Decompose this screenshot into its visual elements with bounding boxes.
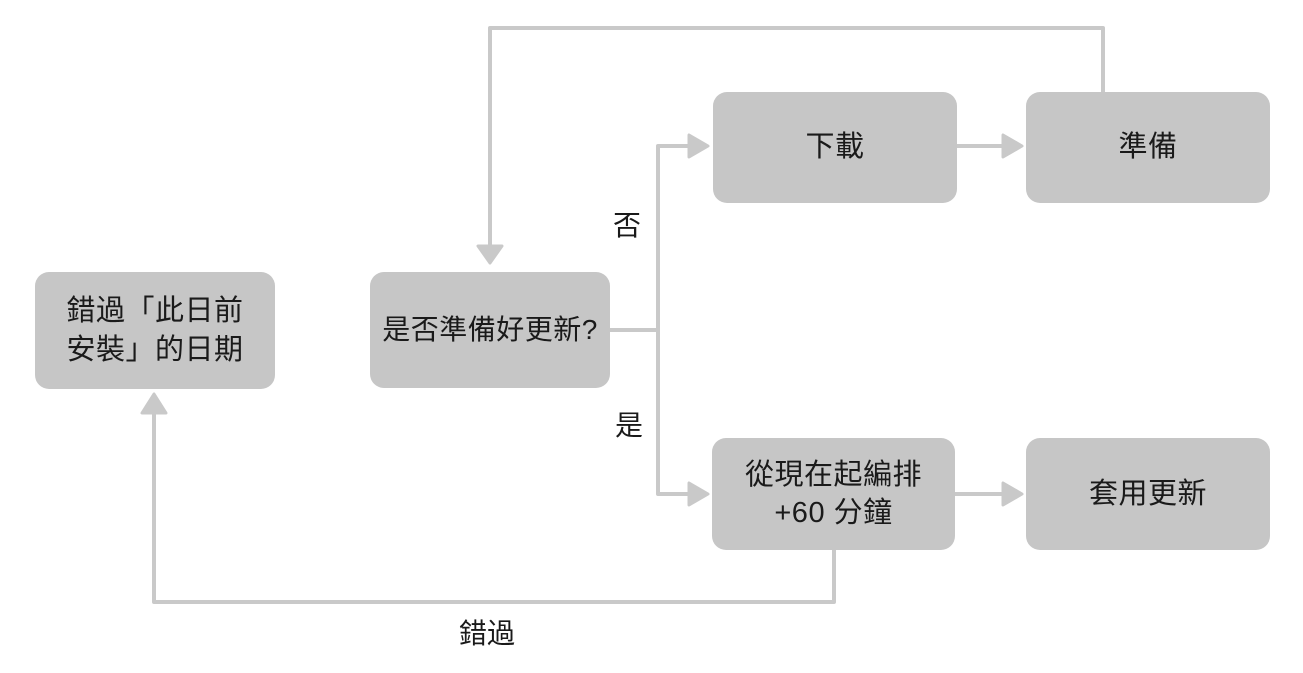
- node-apply-update: 套用更新: [1026, 438, 1270, 550]
- edge-prepare-to-ready-check: [488, 26, 1105, 246]
- arrowhead-into-missed-date: [140, 392, 168, 415]
- arrowhead-into-apply-update: [1001, 481, 1024, 507]
- arrowhead-into-ready-check: [476, 244, 504, 265]
- edge-label-yes: 是: [615, 410, 644, 441]
- edge-ready-check-to-download: [610, 144, 690, 332]
- arrowhead-into-schedule: [687, 481, 710, 507]
- node-prepare-label: 準備: [1118, 131, 1178, 164]
- edge-ready-check-to-schedule: [656, 328, 690, 496]
- node-missed-install-date-line2: 安裝」的日期: [66, 333, 244, 366]
- node-schedule-plus-60-min: 從現在起編排 +60 分鐘: [712, 438, 955, 550]
- node-update-ready-check: 是否準備好更新?: [370, 272, 610, 388]
- arrowhead-into-download: [687, 133, 710, 159]
- edge-label-no: 否: [613, 210, 642, 241]
- node-missed-install-date-line1: 錯過「此日前: [66, 295, 244, 328]
- node-update-ready-check-label: 是否準備好更新?: [382, 313, 598, 345]
- node-prepare: 準備: [1026, 92, 1270, 203]
- arrowhead-into-prepare: [1001, 133, 1024, 159]
- node-apply-update-label: 套用更新: [1088, 477, 1207, 510]
- node-schedule-line1: 從現在起編排: [744, 458, 922, 491]
- edge-label-missed: 錯過: [459, 618, 516, 649]
- node-schedule-line2: +60 分鐘: [774, 497, 893, 529]
- node-missed-install-date: 錯過「此日前 安裝」的日期: [35, 272, 275, 389]
- node-download: 下載: [713, 92, 957, 203]
- edge-schedule-to-missed-date: [152, 412, 836, 604]
- node-download-label: 下載: [805, 131, 865, 164]
